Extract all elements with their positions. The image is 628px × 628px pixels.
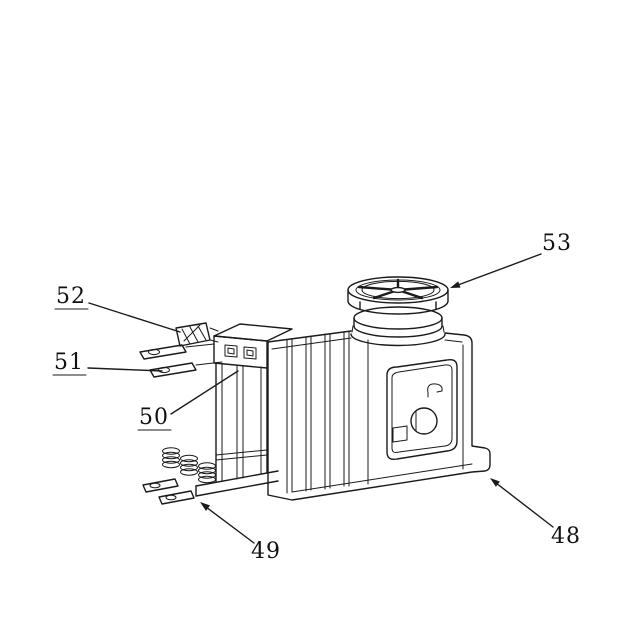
callout-53: 53: [450, 231, 572, 288]
leader-line-51: [87, 367, 163, 372]
terminal-block-52: [175, 322, 219, 347]
knob-neck: [359, 301, 437, 310]
knob-flange-bottom-arc: [353, 325, 443, 338]
knob-boss-sides: [351, 325, 445, 333]
terminal-socket-50: [224, 344, 257, 360]
door-panel: [386, 358, 458, 461]
base-plate-top: [195, 470, 279, 487]
leader-line-50: [170, 370, 239, 415]
callout-52: 52: [54, 284, 181, 333]
knob-53: [347, 276, 449, 347]
label-48: 48: [551, 524, 581, 549]
callout-51: 51: [52, 350, 163, 376]
coil-spring: [180, 454, 198, 476]
base-plate-bottom: [195, 480, 279, 497]
housing-outline: [267, 332, 491, 501]
callout-48: 48: [490, 478, 581, 549]
door-outer-outline: [386, 358, 458, 461]
frame-cross-member: [215, 449, 268, 461]
callout-50: 50: [137, 370, 239, 431]
blade-terminals-51: [139, 343, 223, 378]
label-51: 51: [54, 350, 84, 375]
knob-top-rim: [347, 276, 449, 304]
housing-ribs: [286, 330, 350, 494]
frame-legs: [215, 362, 268, 483]
knob-flange-sides: [353, 317, 443, 327]
leader-line-49: [205, 506, 255, 544]
terminal-carrier-block: [139, 322, 293, 378]
knob-boss-arc: [350, 333, 446, 347]
label-49: 49: [251, 539, 281, 564]
leader-arrow-48: [490, 478, 500, 487]
door-circle-detail: [410, 407, 438, 435]
base-plate: [195, 470, 279, 497]
housing-bottom-band: [291, 463, 473, 493]
callout-49: 49: [200, 502, 281, 564]
coil-spring: [198, 462, 216, 484]
carrier-top-face: [213, 323, 293, 342]
leader-arrow-49: [200, 502, 210, 511]
knob-hub: [390, 286, 406, 294]
coil-spring: [162, 447, 180, 469]
door-inner-outline: [391, 364, 453, 453]
leader-line-53: [457, 253, 542, 286]
leader-line-48: [495, 482, 554, 528]
door-square-detail: [392, 425, 408, 443]
label-50: 50: [139, 405, 169, 430]
housing-top-edge-left: [267, 330, 352, 343]
bottom-blade-terminals: [142, 478, 195, 505]
door-hook-detail: [427, 383, 443, 398]
label-53: 53: [542, 231, 572, 256]
knob-bottom-arc: [347, 300, 449, 315]
housing-inner-rim-right: [444, 339, 463, 343]
leader-arrow-53: [450, 281, 461, 288]
knob-flange: [353, 306, 443, 330]
carrier-front-face: [213, 335, 268, 369]
label-52: 52: [56, 284, 86, 309]
housing-body: [267, 330, 491, 501]
springs-49: [142, 447, 216, 505]
leader-line-52: [88, 302, 181, 333]
